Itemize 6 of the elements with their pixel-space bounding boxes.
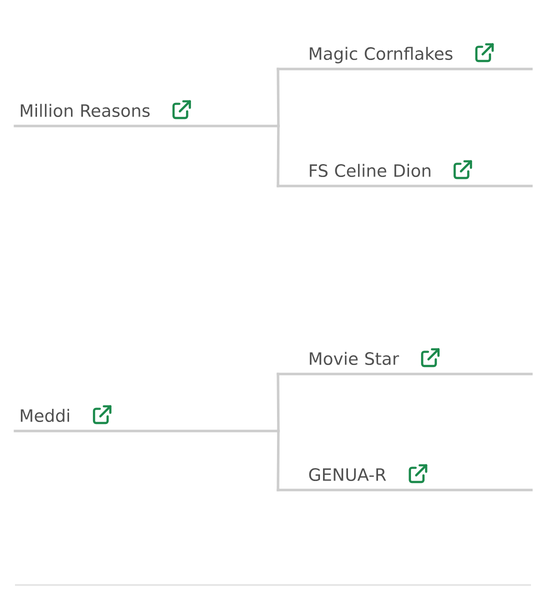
pedigree-entry: GENUA-R — [276, 468, 533, 492]
pedigree-entry: FS Celine Dion — [276, 164, 533, 188]
pedigree-entry: Million Reasons — [14, 104, 280, 128]
pedigree-entry: Movie Star — [276, 352, 533, 376]
pedigree-entry: Magic Cornflakes — [276, 46, 533, 70]
pedigree-entry: Meddi — [14, 408, 280, 432]
